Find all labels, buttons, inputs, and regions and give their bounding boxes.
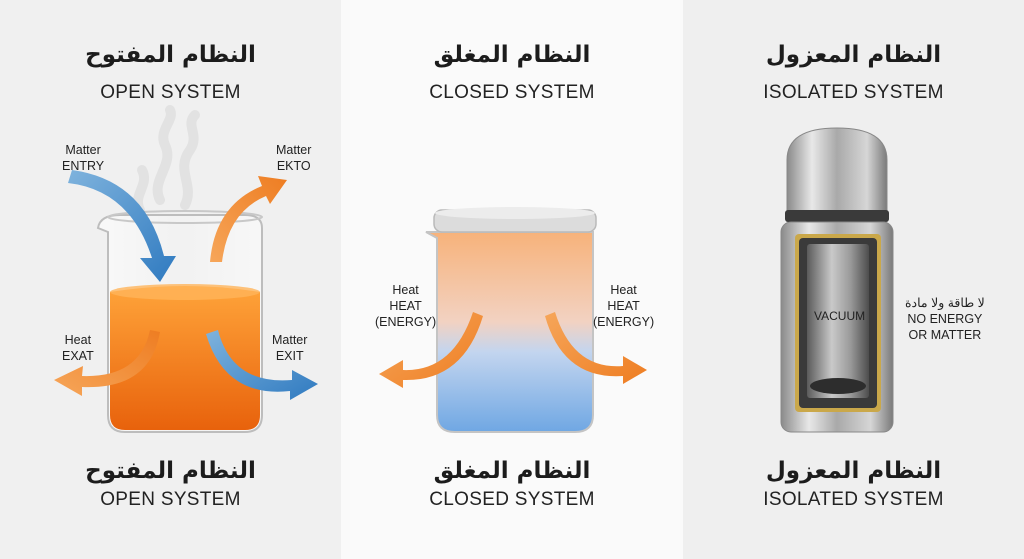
heat-exat-arrow — [54, 330, 160, 396]
heat-left-arrow — [379, 312, 483, 388]
matter-ekto-arrow — [210, 176, 287, 262]
matter-ekto-label: Matter EKTO — [276, 143, 312, 173]
closed-system-panel: النظام المغلق CLOSED SYSTEM Heat HEAT (E… — [341, 0, 683, 559]
no-energy-label: لا طاقة ولا مادة NO ENERGY OR MATTER — [905, 296, 985, 342]
closed-system-title-en: CLOSED SYSTEM — [429, 82, 595, 103]
open-beaker — [96, 210, 263, 433]
heat-right-label: Heat HEAT (ENERGY) — [593, 283, 655, 329]
isolated-system-title-ar: النظام المعزول — [765, 42, 942, 68]
closed-beaker — [425, 207, 597, 433]
thermos-flask — [780, 127, 894, 433]
isolated-system-bottom-ar: النظام المعزول — [765, 458, 942, 484]
vacuum-label: VACUUM — [814, 309, 866, 323]
open-system-panel: النظام المفتوح OPEN SYSTEM — [0, 0, 341, 559]
isolated-system-title-en: ISOLATED SYSTEM — [763, 82, 944, 103]
matter-entry-label: Matter ENTRY — [62, 143, 105, 173]
closed-system-bottom-en: CLOSED SYSTEM — [429, 489, 595, 510]
closed-system-illustration — [379, 207, 647, 433]
isolated-system-bottom-en: ISOLATED SYSTEM — [763, 489, 944, 510]
matter-exit-arrow — [206, 330, 318, 400]
heat-right-arrow — [545, 312, 647, 384]
closed-system-title-ar: النظام المغلق — [433, 42, 591, 68]
matter-entry-arrow — [68, 170, 176, 282]
open-system-title-en: OPEN SYSTEM — [100, 82, 241, 103]
closed-system-bottom-ar: النظام المغلق — [433, 458, 591, 484]
open-system-title-ar: النظام المفتوح — [85, 42, 256, 68]
open-system-bottom-en: OPEN SYSTEM — [100, 489, 241, 510]
open-system-bottom-ar: النظام المفتوح — [85, 458, 256, 484]
steam — [133, 105, 200, 215]
isolated-system-panel: النظام المعزول ISOLATED SYSTEM — [683, 0, 1024, 559]
matter-exit-label: Matter EXIT — [272, 333, 308, 363]
isolated-system-illustration — [780, 127, 894, 433]
open-system-illustration — [54, 105, 318, 433]
heat-left-label: Heat HEAT (ENERGY) — [375, 283, 437, 329]
heat-exat-label: Heat EXAT — [62, 333, 94, 363]
